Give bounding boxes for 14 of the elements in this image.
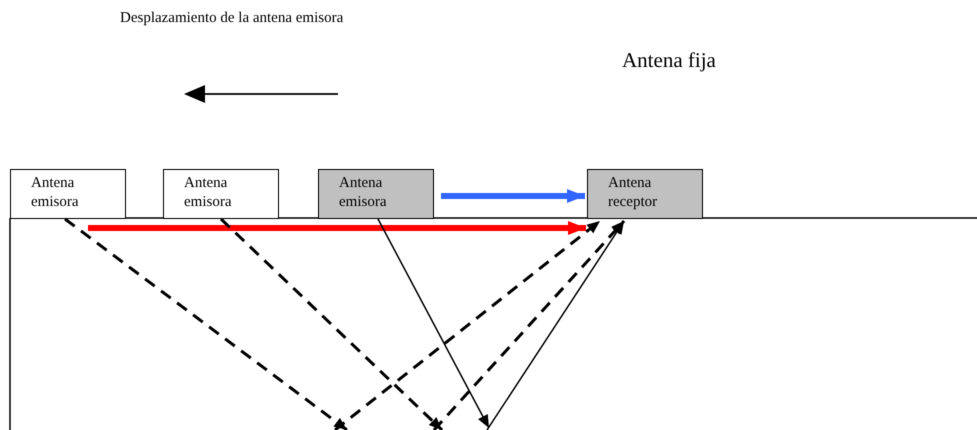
arrow — [88, 221, 586, 235]
antenna-box: Antena receptor — [587, 169, 703, 219]
arrow — [64, 218, 348, 430]
arrow — [220, 218, 444, 430]
arrow — [486, 220, 625, 430]
movement-caption: Desplazamiento de la antena emisora — [120, 10, 344, 27]
arrow — [432, 220, 626, 430]
arrow — [334, 220, 601, 430]
arrow — [441, 189, 585, 203]
antenna-box: Antena emisora — [163, 169, 279, 219]
antenna-box: Antena emisora — [10, 169, 126, 219]
antenna-box: Antena emisora — [318, 169, 434, 219]
arrow — [377, 218, 490, 428]
movement-caption: Antena fija — [622, 48, 716, 73]
